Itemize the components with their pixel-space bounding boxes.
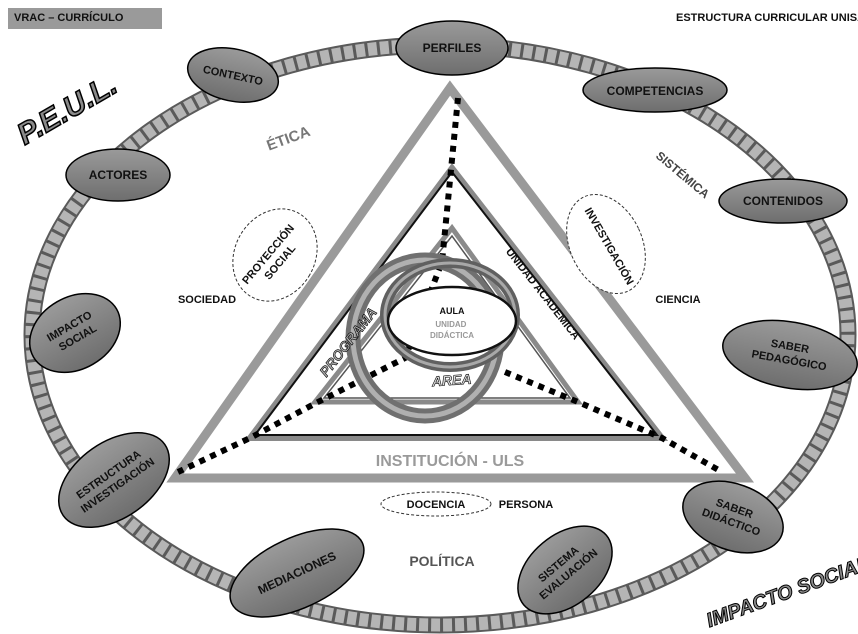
svg-text:ACTORES: ACTORES: [89, 168, 147, 182]
spiral-rings: [345, 252, 520, 424]
node-impacto-social: IMPACTO SOCIAL: [28, 292, 122, 374]
node-actores: ACTORES: [65, 148, 171, 202]
unidad-didactica-label: UNIDAD DIDÁCTICA: [430, 320, 474, 340]
proyeccion-social-bubble: [232, 208, 318, 302]
institucion-label: INSTITUCIÓN - ULS: [376, 451, 525, 470]
sistemica-label: SISTÉMICA: [653, 148, 713, 202]
node-competencias: COMPETENCIAS: [582, 67, 728, 113]
node-estructura-investigacion: ESTRUCTURA INVESTIGACIÓN: [57, 431, 171, 529]
impacto-social-title: IMPACTO SOCIAL: [704, 553, 858, 632]
node-contenidos: CONTENIDOS: [718, 178, 848, 224]
node-perfiles: PERFILES: [395, 20, 509, 76]
svg-text:CONTENIDOS: CONTENIDOS: [743, 194, 823, 208]
persona-label: PERSONA: [499, 499, 553, 511]
area-label: AREA: [430, 371, 472, 390]
aula-label: AULA: [440, 306, 465, 316]
svg-text:PERFILES: PERFILES: [423, 41, 482, 55]
docencia-bubble: [380, 491, 492, 517]
svg-text:COMPETENCIAS: COMPETENCIAS: [607, 84, 704, 98]
docencia-label: DOCENCIA: [407, 499, 466, 511]
politica-label: POLÍTICA: [409, 553, 474, 569]
node-saber-didactico: SABER DIDÁCTICO: [682, 480, 784, 554]
etica-label: ÉTICA: [264, 123, 312, 154]
node-contexto: CONTEXTO: [186, 47, 280, 103]
node-sistema-evaluacion: SISTEMA EVALUACIÓN: [517, 525, 613, 615]
ciencia-label: CIENCIA: [655, 294, 700, 306]
sociedad-label: SOCIEDAD: [178, 294, 236, 306]
header-left-label: VRAC – CURRÍCULO: [8, 8, 162, 29]
investigacion-bubble: [566, 193, 646, 295]
header-right-label: ESTRUCTURA CURRICULAR UNISALLE: [676, 12, 858, 24]
peul-title: P.E.U.L.: [12, 68, 123, 151]
node-saber-pedagogico: SABER PEDAGÓGICO: [722, 319, 858, 391]
node-mediaciones: MEDIACIONES: [229, 528, 365, 618]
